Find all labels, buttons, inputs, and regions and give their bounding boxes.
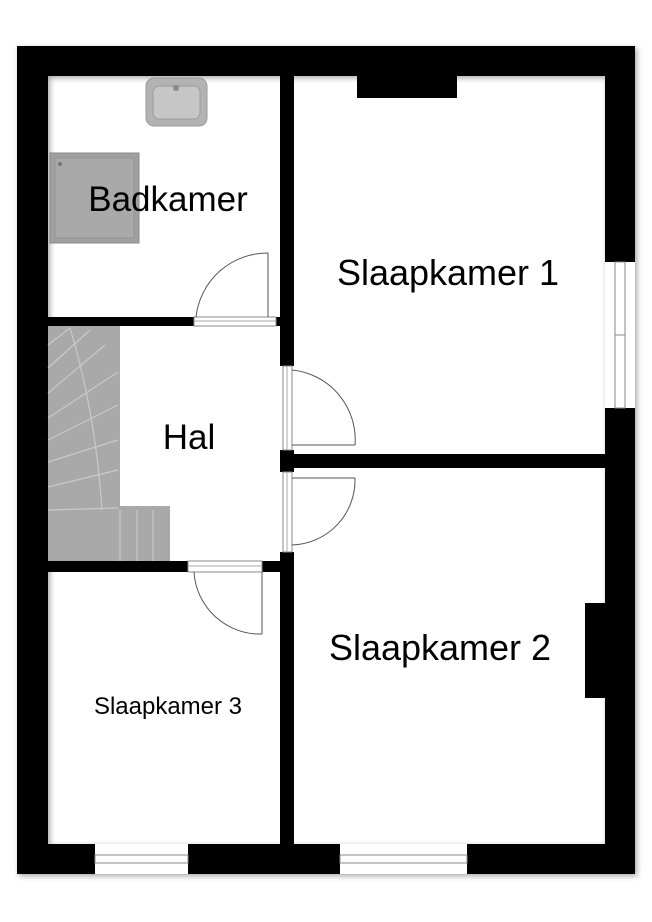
- window-slaapkamer-3: [94, 844, 189, 874]
- interior-walls: [48, 76, 605, 846]
- sink-icon: [145, 77, 208, 127]
- door-slaapkamer-3: [187, 560, 263, 635]
- door-badkamer: [193, 252, 277, 327]
- room-label-badkamer: Badkamer: [88, 180, 248, 219]
- window-slaapkamer-1: [605, 261, 635, 409]
- fixtures: [47, 77, 208, 561]
- door-slaapkamer-1: [282, 365, 356, 451]
- door-slaapkamer-2: [282, 471, 356, 553]
- room-labels: Badkamer Slaapkamer 1 Hal Slaapkamer 2 S…: [88, 180, 559, 720]
- staircase-icon: [47, 326, 170, 561]
- room-label-slaapkamer-3: Slaapkamer 3: [94, 693, 242, 720]
- window-slaapkamer-2: [339, 844, 468, 874]
- room-label-slaapkamer-1: Slaapkamer 1: [337, 252, 559, 293]
- windows: [94, 261, 635, 874]
- room-label-hal: Hal: [163, 418, 216, 457]
- doors: [187, 252, 356, 635]
- shower-icon: [49, 152, 140, 244]
- outer-walls: [17, 46, 635, 874]
- room-label-slaapkamer-2: Slaapkamer 2: [329, 627, 551, 668]
